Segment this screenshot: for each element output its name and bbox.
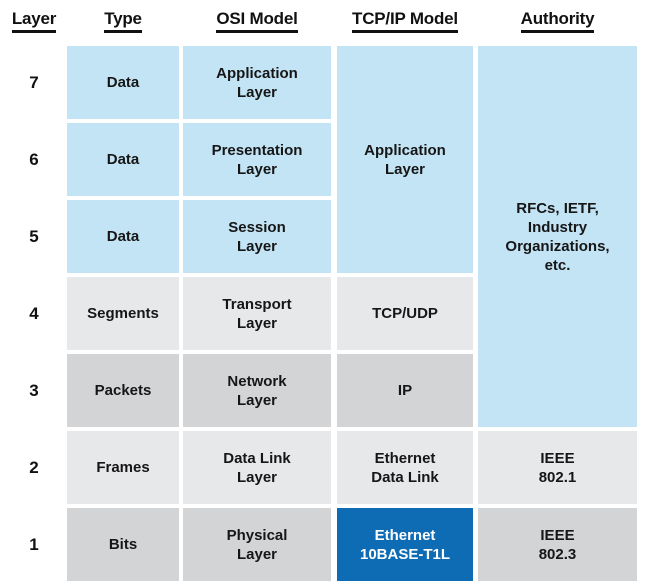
authority-cell-layer-2: IEEE 802.1 <box>478 431 637 504</box>
column-header-authority-label: Authority <box>520 9 595 33</box>
type-cell-layer-1: Bits <box>67 508 179 581</box>
tcpip-cell-layer-3: IP <box>337 354 473 427</box>
type-cell-layer-2: Frames <box>67 431 179 504</box>
column-header-tcpip-model: TCP/IP Model <box>337 9 473 33</box>
column-header-osi-model-label: OSI Model <box>216 9 298 33</box>
tcpip-cell-layer-2-line1: Ethernet <box>374 449 436 467</box>
column-header-type: Type <box>67 9 179 33</box>
osi-cell-layer-6-line1: Presentation <box>211 141 303 159</box>
layer-number-6: 6 <box>29 150 39 169</box>
layer-number-2: 2 <box>29 458 39 477</box>
authority-cell-layer-1: IEEE 802.3 <box>478 508 637 581</box>
column-header-layer: Layer <box>2 9 66 33</box>
authority-cell-layer-2-line1: IEEE <box>540 449 575 467</box>
column-header-layer-label: Layer <box>11 9 56 33</box>
tcpip-cell-layer-2: Ethernet Data Link <box>337 431 473 504</box>
osi-cell-layer-4-line2: Layer <box>236 314 278 332</box>
tcpip-application-line1: Application <box>364 141 446 159</box>
column-header-type-label: Type <box>104 9 142 33</box>
tcpip-cell-layer-1-line2: 10BASE-T1L <box>359 545 451 563</box>
type-cell-layer-5: Data <box>67 200 179 273</box>
authority-merged-line4: etc. <box>544 256 571 274</box>
tcpip-cell-layer-1-line1: Ethernet <box>374 526 436 544</box>
type-cell-layer-7: Data <box>67 46 179 119</box>
table-body: 7 6 5 4 3 2 1 Data Data Data Segments Pa… <box>0 44 648 587</box>
tcpip-cell-layer-1-highlighted: Ethernet 10BASE-T1L <box>337 508 473 581</box>
column-header-tcpip-model-label: TCP/IP Model <box>352 9 458 33</box>
osi-cell-layer-2: Data Link Layer <box>183 431 331 504</box>
osi-cell-layer-2-line2: Layer <box>236 468 277 486</box>
authority-merged-line1: RFCs, IETF, <box>516 199 599 217</box>
osi-cell-layer-3-line2: Layer <box>236 391 278 409</box>
osi-cell-layer-3: Network Layer <box>183 354 331 427</box>
osi-cell-layer-7-line2: Layer <box>236 83 277 101</box>
tcpip-cell-layer-4: TCP/UDP <box>337 277 473 350</box>
osi-cell-layer-7-line1: Application <box>216 64 298 82</box>
tcpip-application-line2: Layer <box>384 160 425 178</box>
table-header-row: Layer Type OSI Model TCP/IP Model Author… <box>0 0 648 44</box>
authority-cell-merged-upper: RFCs, IETF, Industry Organizations, etc. <box>478 46 637 427</box>
osi-cell-layer-7: Application Layer <box>183 46 331 119</box>
authority-merged-line3: Organizations, <box>505 237 610 255</box>
column-header-osi-model: OSI Model <box>183 9 331 33</box>
osi-cell-layer-1-line1: Physical <box>226 526 288 544</box>
layer-number-5: 5 <box>29 227 39 246</box>
osi-cell-layer-1-line2: Layer <box>236 545 278 563</box>
authority-merged-line2: Industry <box>527 218 588 236</box>
osi-cell-layer-4: Transport Layer <box>183 277 331 350</box>
authority-cell-layer-1-line1: IEEE <box>540 526 575 544</box>
type-cell-layer-6: Data <box>67 123 179 196</box>
osi-cell-layer-3-line1: Network <box>227 372 287 390</box>
osi-cell-layer-1: Physical Layer <box>183 508 331 581</box>
layer-number-1: 1 <box>29 535 39 554</box>
osi-cell-layer-4-line1: Transport <box>222 295 292 313</box>
layer-number-3: 3 <box>29 381 39 400</box>
authority-cell-layer-1-line2: 802.3 <box>538 545 577 563</box>
osi-cell-layer-5: Session Layer <box>183 200 331 273</box>
layer-number-4: 4 <box>29 304 39 323</box>
osi-cell-layer-6: Presentation Layer <box>183 123 331 196</box>
osi-cell-layer-5-line2: Layer <box>236 237 278 255</box>
authority-cell-layer-2-line2: 802.1 <box>538 468 577 486</box>
type-cell-layer-3: Packets <box>67 354 179 427</box>
osi-cell-layer-2-line1: Data Link <box>223 449 291 467</box>
layer-number-7: 7 <box>29 73 39 92</box>
osi-cell-layer-6-line2: Layer <box>236 160 277 178</box>
column-header-authority: Authority <box>478 9 637 33</box>
osi-cell-layer-5-line1: Session <box>228 218 286 236</box>
tcpip-cell-layer-2-line2: Data Link <box>371 468 439 486</box>
type-cell-layer-4: Segments <box>67 277 179 350</box>
tcpip-cell-application-layer-merged: Application Layer <box>337 46 473 273</box>
